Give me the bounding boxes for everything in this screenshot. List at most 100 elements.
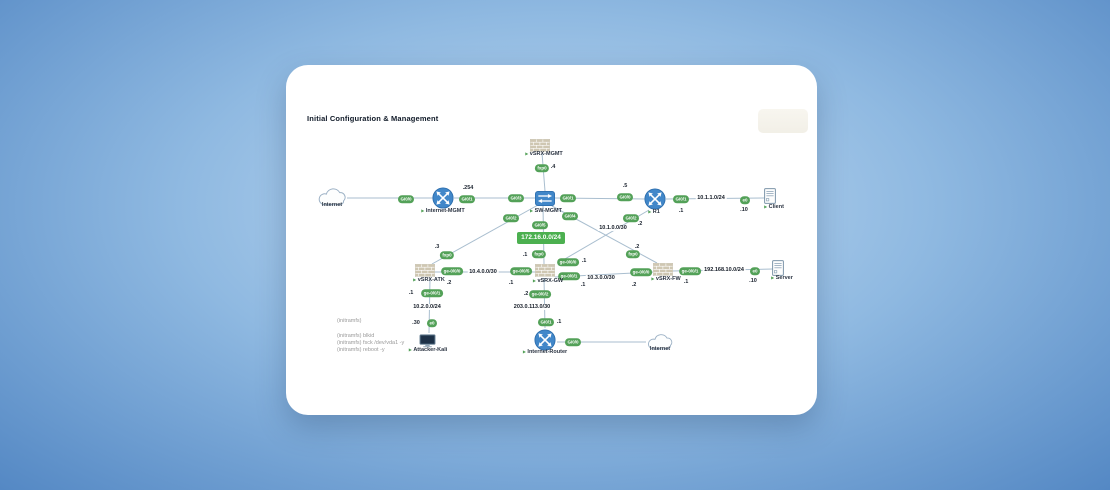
ip-address: .1 xyxy=(678,208,684,214)
interface-badge-gi0-2: Gi0/2 xyxy=(622,214,640,222)
label-text: SW-MGMT xyxy=(534,208,562,214)
mgmt-network-banner: 172.16.0.0/24 xyxy=(517,232,565,244)
play-icon: ▶ xyxy=(530,208,534,213)
network-label: 203.0.113.0/30 xyxy=(512,304,552,310)
interface-badge-ge-0-0-1: ge-0/0/1 xyxy=(679,267,701,275)
play-icon: ▶ xyxy=(648,209,652,214)
interface-badge-gi0-5: Gi0/5 xyxy=(531,221,549,229)
play-icon: ▶ xyxy=(764,204,768,209)
ip-address: .1 xyxy=(581,258,587,264)
play-icon: ▶ xyxy=(522,349,526,354)
firewall-vsrx-atk-icon[interactable] xyxy=(415,264,435,277)
ip-address: .1 xyxy=(408,290,414,296)
firewall-vsrx-gw-icon[interactable] xyxy=(535,264,555,277)
node-label-sw-mgmt[interactable]: ▶ SW-MGMT xyxy=(530,208,562,214)
console-line: (initramfs) xyxy=(337,318,362,324)
console-line: (initramfs) blkid xyxy=(337,333,375,339)
network-label: 10.1.0.0/30 xyxy=(597,225,629,231)
label-text: Internet xyxy=(649,346,671,352)
ip-address: .10 xyxy=(749,278,757,284)
node-label-vsrx-gw[interactable]: ▶ vSRX-GW xyxy=(533,278,563,284)
play-icon: ▶ xyxy=(525,151,529,156)
host-server-icon[interactable] xyxy=(772,260,784,276)
node-label-client[interactable]: ▶ Client xyxy=(764,204,784,210)
page-title: Initial Configuration & Management xyxy=(307,114,439,123)
label-text: vSRX-MGMT xyxy=(529,151,563,157)
label-text: vSRX-FW xyxy=(655,276,681,282)
host-client-icon[interactable] xyxy=(764,188,776,204)
node-label-internet-router[interactable]: ▶ Internet-Router xyxy=(523,349,567,355)
console-line: (initramfs) reboot -y xyxy=(337,347,385,353)
interface-badge-e0: e0 xyxy=(426,319,438,327)
node-label-vsrx-mgmt[interactable]: ▶ vSRX-MGMT xyxy=(525,151,563,157)
node-label-attacker-kali[interactable]: ▶ Attacker-Kali xyxy=(409,347,448,353)
ip-address: .30 xyxy=(412,320,420,326)
label-text: Client xyxy=(768,204,784,210)
interface-badge-ge-0-0-1: ge-0/0/1 xyxy=(558,272,580,280)
interface-badge-ge-0-0-0: ge-0/0/0 xyxy=(630,268,652,276)
ip-address: .2 xyxy=(631,282,637,288)
network-label: 10.3.0.0/30 xyxy=(585,275,617,281)
ip-address: .254 xyxy=(462,185,474,191)
network-label: 10.1.1.0/24 xyxy=(695,195,727,201)
network-label: 10.4.0.0/30 xyxy=(467,269,499,275)
ip-address: .1 xyxy=(580,282,586,288)
play-icon: ▶ xyxy=(532,278,536,283)
ip-address: .1 xyxy=(522,252,528,258)
label-text: Internet-Router xyxy=(527,349,568,355)
network-label: 192.168.10.0/24 xyxy=(702,267,746,273)
node-label-internet-mgmt[interactable]: ▶ Internet-MGMT xyxy=(421,208,464,214)
interface-badge-gi0-1: Gi0/1 xyxy=(672,195,690,203)
ip-address: .1 xyxy=(556,319,562,325)
interface-badge-ge-0-0-0: ge-0/0/0 xyxy=(441,267,463,275)
router-r1-icon[interactable] xyxy=(644,188,666,210)
interface-badge-gi0-1: Gi0/1 xyxy=(537,318,555,326)
node-label-vsrx-atk[interactable]: ▶ vSRX-ATK xyxy=(413,277,445,283)
ip-address: .4 xyxy=(550,164,556,170)
interface-badge-fxp0: fxp0 xyxy=(534,164,550,172)
play-icon: ▶ xyxy=(413,277,417,282)
node-label-r1[interactable]: ▶ R1 xyxy=(648,209,660,215)
interface-badge-gi0-0: Gi0/0 xyxy=(616,193,634,201)
interface-badge-e0: e0 xyxy=(739,196,751,204)
ip-address: .2 xyxy=(634,244,640,250)
ip-address: .2 xyxy=(446,280,452,286)
watermark xyxy=(758,109,808,133)
monitor-attacker-kali-icon[interactable] xyxy=(419,334,436,348)
network-label: 10.2.0.0/24 xyxy=(411,304,443,310)
router-internet-mgmt-icon[interactable] xyxy=(432,187,454,209)
interface-badge-ge-0-0-2: ge-0/0/2 xyxy=(529,290,551,298)
label-text: Server xyxy=(775,275,793,281)
ip-address: .1 xyxy=(683,279,689,285)
label-text: vSRX-GW xyxy=(537,278,564,284)
label-text: Attacker-Kali xyxy=(413,347,448,353)
switch-sw-mgmt-icon[interactable] xyxy=(535,191,555,206)
router-internet-router-icon[interactable] xyxy=(534,329,556,351)
console-line: (initramfs) fsck /dev/vda1 -y xyxy=(337,340,405,346)
play-icon: ▶ xyxy=(421,208,425,213)
label-text: Internet-MGMT xyxy=(425,208,465,214)
label-text: R1 xyxy=(652,209,660,215)
node-label-server[interactable]: ▶ Server xyxy=(771,275,793,281)
ip-address: .2 xyxy=(637,221,643,227)
interface-badge-ge-0-0-5: ge-0/0/5 xyxy=(510,267,532,275)
interface-badge-ge-0-0-1: ge-0/0/1 xyxy=(421,289,443,297)
topology-card: Initial Configuration & Management xyxy=(286,65,817,415)
interface-badge-gi0-1: Gi0/1 xyxy=(458,195,476,203)
interface-badge-fxp0: fxp0 xyxy=(531,250,547,258)
interface-badge-gi0-4: Gi0/4 xyxy=(561,212,579,220)
label-text: Internet xyxy=(321,202,343,208)
label-text: vSRX-ATK xyxy=(417,277,445,283)
interface-badge-ge-0-0-0: ge-0/0/0 xyxy=(557,258,579,266)
play-icon: ▶ xyxy=(771,275,775,280)
ip-address: .1 xyxy=(508,280,514,286)
interface-badge-gi0-1: Gi0/1 xyxy=(559,194,577,202)
ip-address: .10 xyxy=(740,207,748,213)
ip-address: .2 xyxy=(523,291,529,297)
play-icon: ▶ xyxy=(651,276,655,281)
firewall-vsrx-fw-icon[interactable] xyxy=(653,263,673,276)
node-label-vsrx-fw[interactable]: ▶ vSRX-FW xyxy=(651,276,680,282)
node-label-internet: Internet xyxy=(650,346,670,352)
interface-badge-fxp0: fxp0 xyxy=(625,250,641,258)
